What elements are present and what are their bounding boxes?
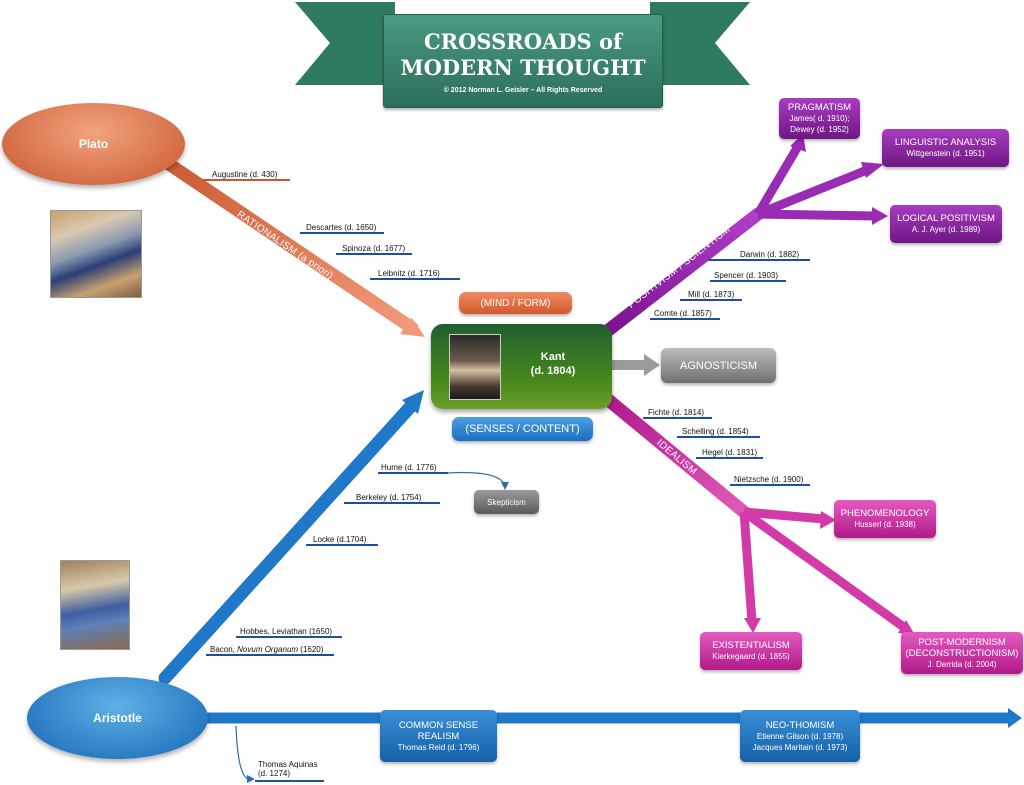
thinker-bacon: Bacon, Novum Organum (1620) — [210, 645, 323, 654]
thinker-aquinas: Thomas Aquinas (d. 1274) — [258, 760, 318, 778]
thinker-fichte: Fichte (d. 1814) — [648, 408, 705, 417]
positivism-arrow — [599, 134, 888, 339]
thinker-comte: Comte (d. 1857) — [654, 309, 712, 318]
neo-thomism-title: NEO-THOMISM — [765, 719, 835, 731]
phenomenology-thinker: Husserl (d. 1938) — [854, 520, 916, 529]
bacon-work: Novum Organum — [237, 645, 299, 654]
thinker-mill: Mill (d. 1873) — [688, 290, 735, 299]
name-underlines — [202, 179, 810, 782]
pragmatism-thinker-1: James( d. 1910); — [789, 114, 850, 123]
title-line-2: MODERN THOUGHT — [400, 54, 646, 80]
title-line-1: CROSSROADS of — [423, 28, 623, 54]
thinker-augustine: Augustine (d. 430) — [212, 170, 278, 179]
school-linguistic-analysis: LINGUISTIC ANALYSIS Wittgenstein (d. 195… — [882, 129, 1009, 167]
bacon-year: (1620) — [298, 645, 324, 654]
neo-thomism-thinker-1: Etienne Gilson (d. 1978) — [756, 731, 844, 741]
rationalism-arrow — [153, 151, 425, 337]
realism-arrow — [200, 708, 1022, 728]
banner-tail-left — [295, 2, 395, 85]
kant-dates: (d. 1804) — [530, 365, 576, 377]
thinker-nietzsche: Nietzsche (d. 1900) — [734, 475, 804, 484]
thinker-hume: Hume (d. 1776) — [381, 463, 437, 472]
thinker-berkeley: Berkeley (d. 1754) — [356, 493, 422, 502]
thinker-leibnitz: Leibnitz (d. 1716) — [378, 269, 440, 278]
postmodernism-title: POST-MODERNISM — [918, 636, 1006, 648]
empiricism-arrow — [158, 390, 424, 685]
kant-portrait — [449, 334, 501, 400]
senses-content-label: (SENSES / CONTENT) — [465, 423, 580, 435]
plato-node: Plato — [2, 103, 185, 185]
kant-node: Kant (d. 1804) — [431, 324, 612, 409]
neo-thomism-thinker-2: Jacques Maritain (d. 1973) — [752, 742, 848, 752]
common-sense-title-2: REALISM — [417, 730, 460, 742]
aquinas-dates: (d. 1274) — [258, 769, 291, 778]
thinker-darwin: Darwin (d. 1882) — [740, 250, 800, 259]
copyright-notice: © 2012 Norman L. Geisler – All Rights Re… — [443, 86, 603, 94]
plato-portrait — [50, 210, 142, 298]
school-logical-positivism: LOGICAL POSITIVISM A. J. Ayer (d. 1989) — [890, 205, 1002, 243]
skepticism-connector — [447, 471, 506, 487]
logical-thinker: A. J. Ayer (d. 1989) — [911, 225, 981, 234]
skepticism-box: Skepticism — [474, 490, 539, 514]
title-banner: CROSSROADS of MODERN THOUGHT © 2012 Norm… — [383, 14, 663, 108]
logical-title: LOGICAL POSITIVISM — [897, 213, 995, 224]
aristotle-node: Aristotle — [27, 677, 208, 759]
thinker-descartes: Descartes (d. 1650) — [306, 223, 377, 232]
school-phenomenology: PHENOMENOLOGY Husserl (d. 1938) — [834, 500, 936, 538]
pragmatism-thinker-2: Dewey (d. 1952) — [790, 125, 849, 134]
common-sense-title: COMMON SENSE — [398, 719, 479, 731]
plato-label: Plato — [78, 137, 109, 151]
postmodernism-title-2: (DECONSTRUCTIONISM) — [905, 647, 1019, 659]
school-existentialism: EXISTENTIALISM Kierkegaard (d. 1855) — [700, 632, 802, 670]
linguistic-thinker: Wittgenstein (d. 1951) — [906, 149, 985, 158]
linguistic-title: LINGUISTIC ANALYSIS — [894, 137, 997, 148]
thinker-hegel: Hegel (d. 1831) — [702, 448, 758, 457]
agnosticism-box: AGNOSTICISM — [661, 348, 776, 383]
aquinas-connector — [235, 725, 251, 780]
agnosticism-arrow — [612, 354, 660, 376]
school-common-sense-realism: COMMON SENSE REALISM Thomas Reid (d. 179… — [380, 710, 497, 762]
mind-form-pill: (MIND / FORM) — [459, 292, 572, 314]
aquinas-name: Thomas Aquinas — [258, 760, 318, 769]
thinker-hobbes: Hobbes, Leviathan (1650) — [240, 627, 333, 636]
school-post-modernism: POST-MODERNISM (DECONSTRUCTIONISM) J. De… — [901, 632, 1023, 674]
kant-name: Kant — [540, 351, 566, 363]
postmodernism-thinker: J. Derrida (d. 2004) — [927, 659, 997, 669]
idealism-arrow — [599, 391, 915, 635]
pragmatism-title: PRAGMATISM — [787, 102, 852, 113]
kant-label: Kant (d. 1804) — [503, 350, 603, 378]
thinker-spinoza: Spinoza (d. 1677) — [342, 244, 406, 253]
senses-content-pill: (SENSES / CONTENT) — [452, 417, 593, 441]
agnosticism-label: AGNOSTICISM — [679, 359, 757, 372]
aristotle-portrait — [60, 560, 130, 650]
thinker-locke: Locke (d.1704) — [313, 535, 367, 544]
phenomenology-title: PHENOMENOLOGY — [840, 508, 930, 519]
existentialism-title: EXISTENTIALISM — [712, 640, 790, 651]
school-pragmatism: PRAGMATISM James( d. 1910); Dewey (d. 19… — [779, 98, 860, 139]
school-neo-thomism: NEO-THOMISM Etienne Gilson (d. 1978) Jac… — [740, 710, 860, 762]
mind-form-label: (MIND / FORM) — [480, 297, 551, 309]
skepticism-label: Skepticism — [487, 497, 526, 507]
banner-tail-right — [650, 2, 750, 85]
thinker-spencer: Spencer (d. 1903) — [714, 271, 779, 280]
bacon-name: Bacon, — [210, 645, 238, 654]
existentialism-thinker: Kierkegaard (d. 1855) — [712, 652, 790, 661]
common-sense-thinker: Thomas Reid (d. 1796) — [397, 742, 480, 752]
thinker-schelling: Schelling (d. 1854) — [682, 427, 749, 436]
aristotle-label: Aristotle — [93, 711, 142, 725]
